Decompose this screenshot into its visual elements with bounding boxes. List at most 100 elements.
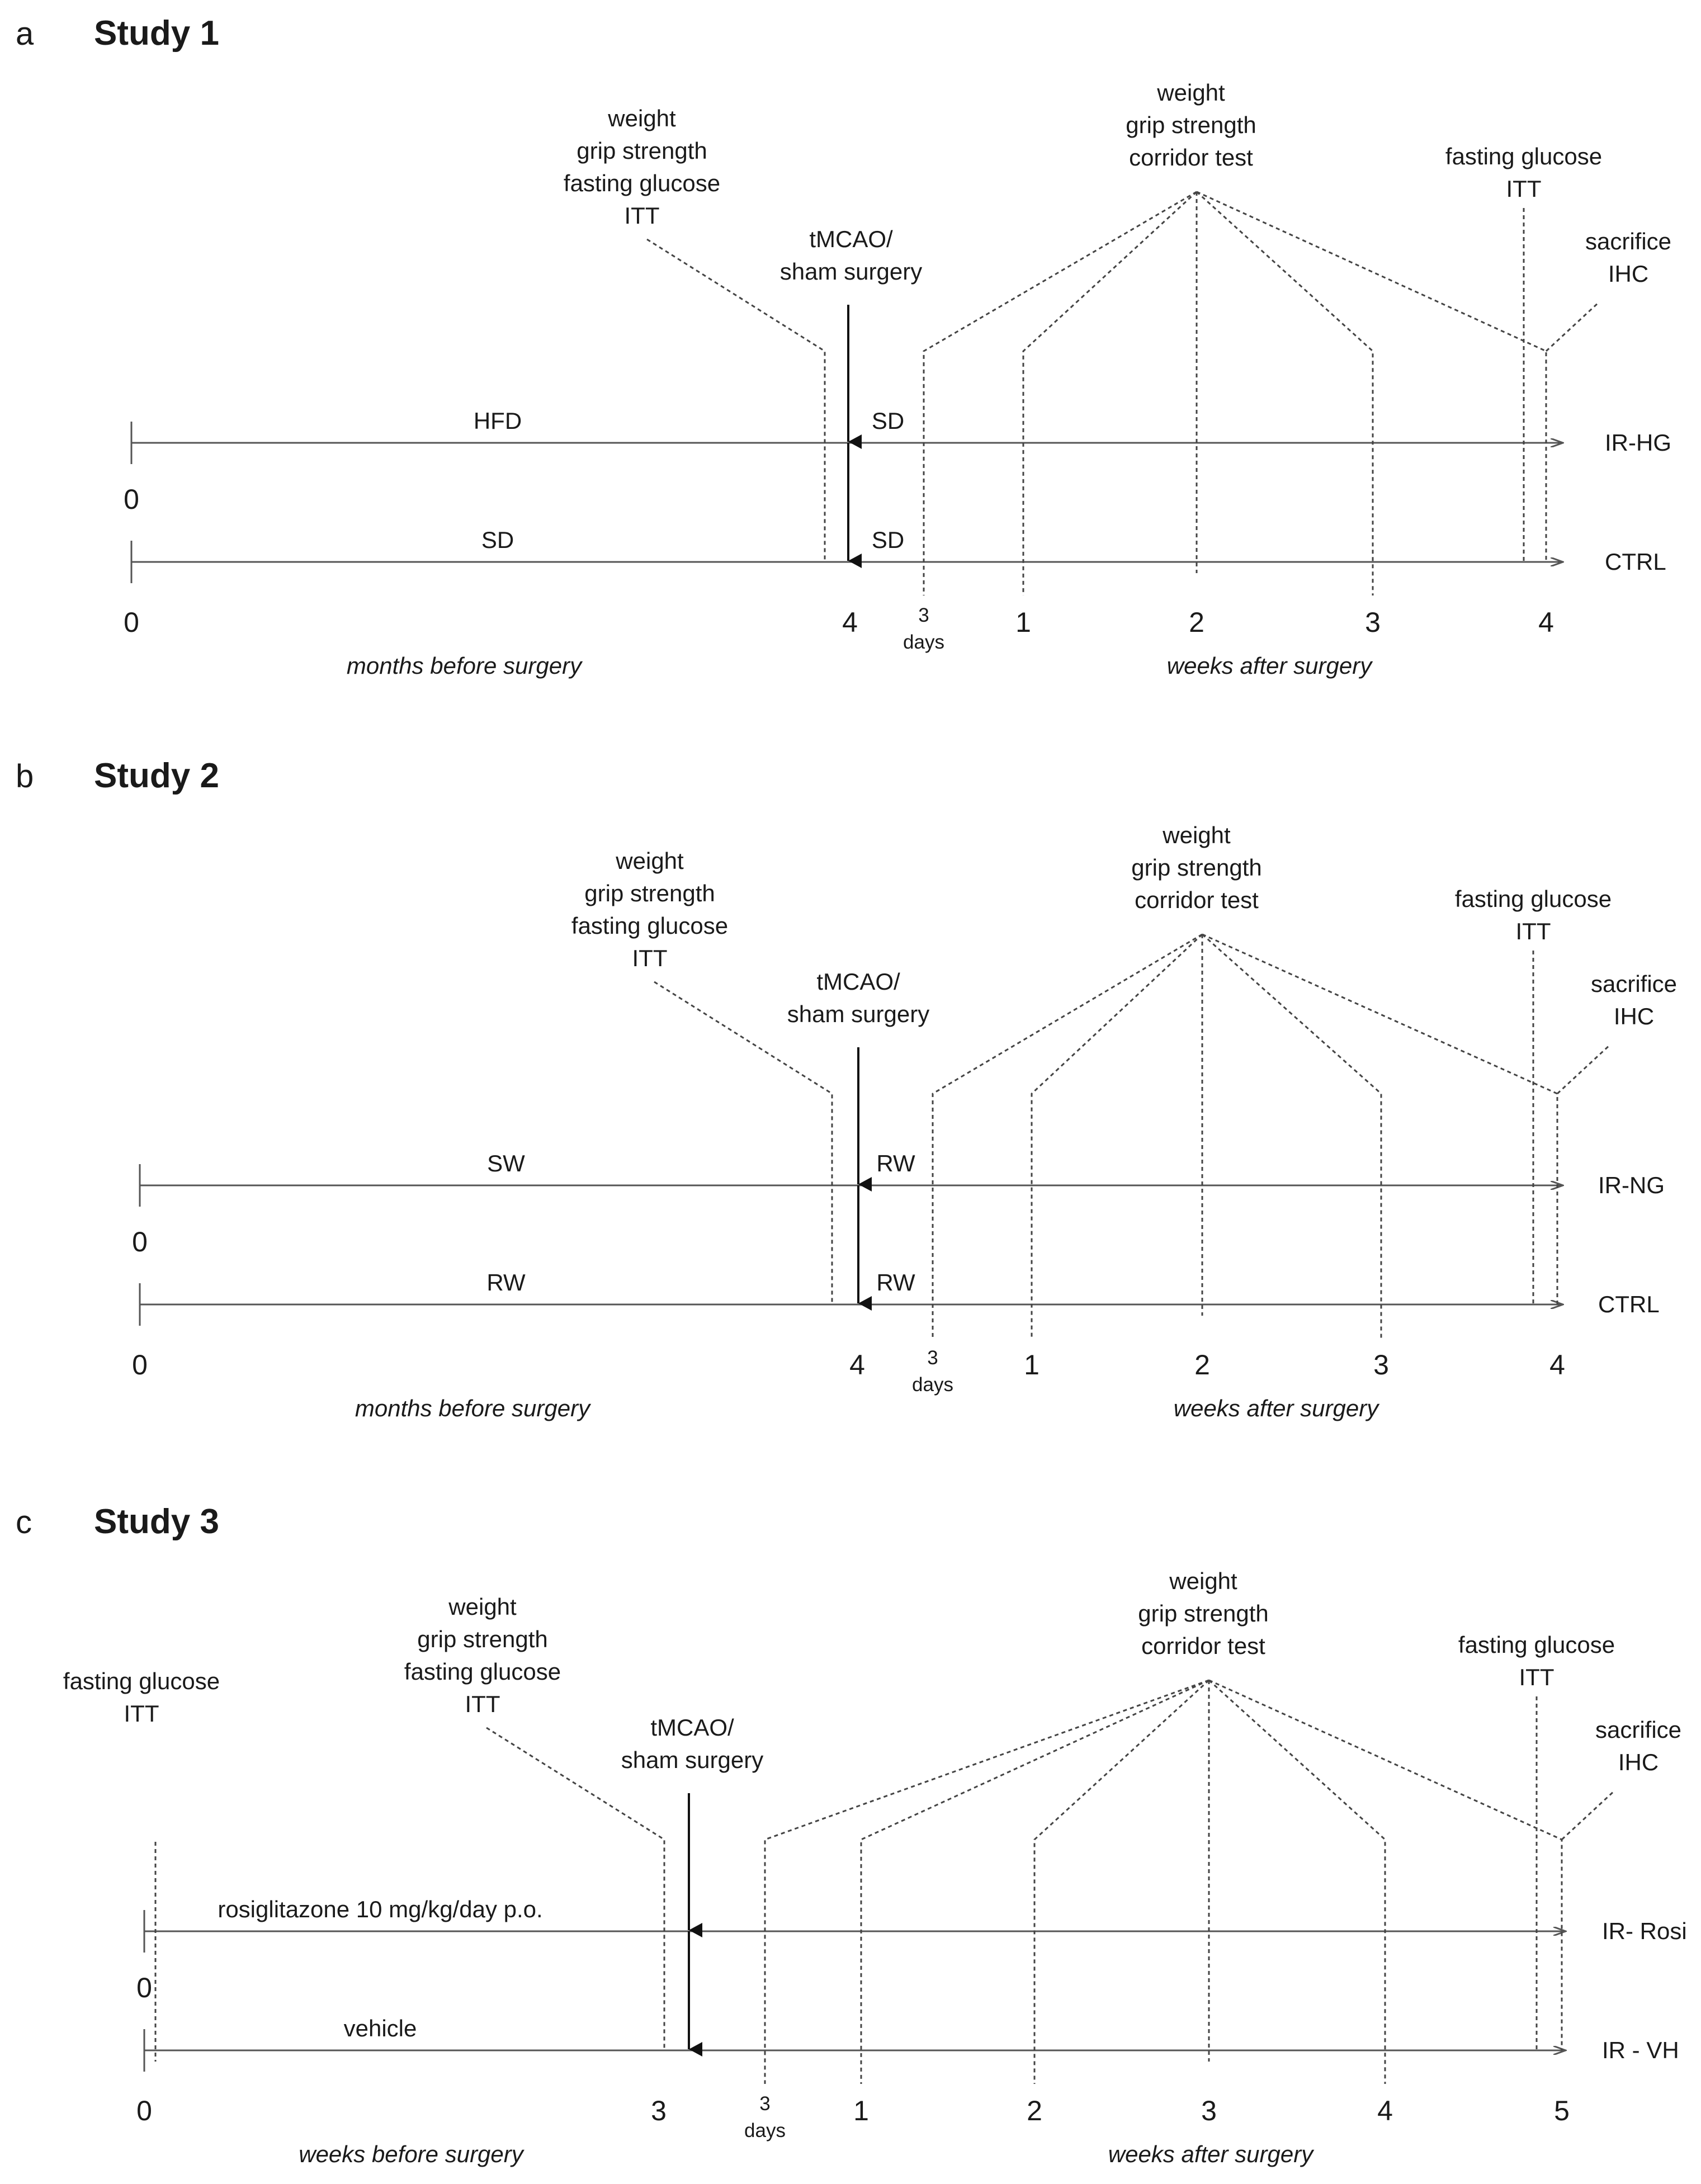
behavior-drop-2 [1031,933,1203,1338]
behavior-drop-5 [1208,1679,1386,2084]
panel-letter: c [16,1504,32,1540]
tick-week-4: 4 [1377,2095,1393,2126]
timeline-1-right-label: SD [872,408,904,434]
behavior-measures-line-3: corridor test [1135,887,1259,913]
behavior-measures-line-2: grip strength [1138,1600,1268,1627]
surgery-label-line-2: sham surgery [780,258,922,285]
behavior-drop-1 [764,1679,1209,2084]
pre-measures-line-4: ITT [465,1691,500,1717]
pre-measures-line-2: grip strength [577,138,707,164]
surgery-label-line-1: tMCAO/ [650,1714,734,1741]
behavior-drop-1 [932,933,1203,1338]
behavior-measures-line-1: weight [1162,822,1231,848]
end-measures-line-1: sacrifice [1585,228,1671,254]
tick-day3: 3 [759,2093,770,2115]
pre-measure-connector [654,981,833,1304]
end-measures-line-1: sacrifice [1595,1717,1681,1743]
caption-before-surgery: months before surgery [347,653,583,679]
timeline-1-end-label: IR-HG [1605,429,1671,456]
tick-day3-unit: days [912,1374,953,1396]
timeline-2-left-label: SD [481,527,514,553]
panel-title: Study 3 [94,1502,219,1541]
timeline-1-left-label: SW [487,1150,525,1176]
timeline-2-right-label: RW [876,1269,915,1296]
end-measures-line-1: sacrifice [1591,971,1677,997]
behavior-drop-4 [1202,933,1382,1338]
timeline-2-end-label: IR - VH [1602,2037,1679,2063]
end-measure-drop [1196,191,1547,562]
tick-week-1: 1 [1015,607,1031,638]
surgery-label-line-1: tMCAO/ [816,968,900,995]
late-measures-line-1: fasting glucose [1445,143,1602,169]
behavior-measures-line-3: corridor test [1141,1633,1265,1659]
pre-measures-line-1: weight [615,848,684,874]
timeline-1-end-label: IR-NG [1598,1172,1665,1198]
timeline-1-zero: 0 [124,484,139,515]
tick-week-5: 5 [1554,2095,1570,2126]
caption-after-surgery: weeks after surgery [1167,653,1373,679]
end-measure-connector [1545,301,1600,352]
surgery-label-line-2: sham surgery [621,1747,763,1773]
behavior-measures-line-1: weight [1169,1568,1237,1594]
caption-before-surgery: months before surgery [355,1395,592,1421]
panel-title: Study 1 [94,14,219,53]
tick-day3-unit: days [744,2120,786,2142]
behavior-measures-line-1: weight [1156,79,1225,106]
pre-measure-connector [646,238,826,562]
behavior-measures-line-3: corridor test [1129,144,1253,171]
timeline-1-left-label: rosiglitazone 10 mg/kg/day p.o. [218,1896,542,1922]
tick-week-3: 3 [1201,2095,1217,2126]
late-measures-line-2: ITT [1506,176,1542,202]
tick-day3-unit: days [903,631,944,653]
end-measure-connector [1556,1043,1612,1095]
timeline-1-left-label: HFD [474,408,522,434]
end-measure-drop [1202,933,1558,1304]
surgery-label-line-1: tMCAO/ [809,226,893,252]
pre-measures-line-4: ITT [625,202,660,229]
end-measures-line-2: IHC [1608,261,1648,287]
tick-week-2: 2 [1189,607,1204,638]
baseline-measures-line-2: ITT [124,1700,159,1727]
tick-week-2: 2 [1194,1349,1210,1381]
tick-week-1: 1 [1024,1349,1040,1381]
timeline-1-zero: 0 [136,1972,152,2003]
timeline-1-zero: 0 [132,1226,148,1258]
pre-measures-line-2: grip strength [417,1626,547,1652]
end-measure-connector [1561,1789,1616,1841]
pre-measure-connector [486,1727,665,2050]
tick-start: 0 [132,1349,148,1381]
late-measures-line-2: ITT [1519,1664,1554,1690]
baseline-measures-line-1: fasting glucose [63,1668,220,1694]
panel-title: Study 2 [94,757,219,795]
pre-measures-line-2: grip strength [584,880,715,906]
timeline-1-right-label: RW [876,1150,915,1176]
end-measures-line-2: IHC [1614,1003,1654,1029]
timeline-2-right-label: SD [872,527,904,553]
caption-after-surgery: weeks after surgery [1108,2141,1315,2167]
tick-start: 0 [124,607,139,638]
panel-letter: a [16,16,34,52]
behavior-measures-line-2: grip strength [1126,112,1256,138]
tick-week-4: 4 [1549,1349,1565,1381]
late-measures-line-1: fasting glucose [1455,886,1612,912]
tick-week-3: 3 [1373,1349,1389,1381]
timeline-2-left-label: vehicle [344,2015,417,2041]
tick-day3: 3 [918,604,929,626]
behavior-drop-2 [860,1679,1209,2084]
pre-measures-line-1: weight [448,1594,517,1620]
behavior-drop-1 [923,191,1197,595]
tick-week-4: 4 [1538,607,1554,638]
tick-week-1: 1 [853,2095,869,2126]
caption-after-surgery: weeks after surgery [1174,1395,1380,1421]
timeline-2-left-label: RW [486,1269,526,1296]
tick-surgery: 3 [651,2095,667,2126]
behavior-measures-line-2: grip strength [1131,854,1261,881]
behavior-drop-3 [1033,1679,1210,2084]
tick-start: 0 [136,2095,152,2126]
pre-measures-line-3: fasting glucose [404,1658,561,1685]
pre-measures-line-4: ITT [632,945,668,971]
caption-before-surgery: weeks before surgery [299,2141,525,2167]
